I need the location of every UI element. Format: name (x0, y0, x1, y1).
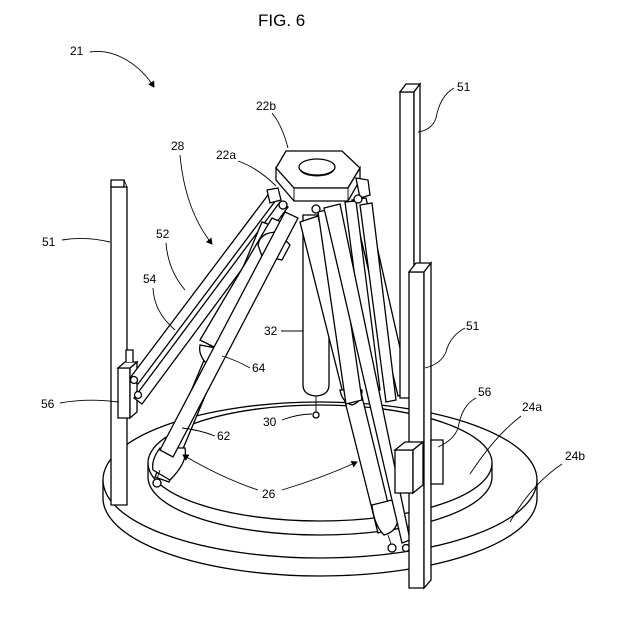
ref-22a-label: 22a (216, 148, 236, 162)
ref-22b-leader (272, 113, 288, 148)
ref-51-mid-right-label: 51 (466, 319, 480, 333)
ref-51-left-leader (62, 238, 110, 242)
ref-21-arrow (90, 51, 154, 87)
pillar-51-mid-right (409, 263, 431, 588)
ref-22b-label: 22b (256, 99, 276, 113)
figure-title: FIG. 6 (258, 11, 305, 30)
ref-52-leader (166, 243, 185, 290)
ref-22a-leader (238, 161, 276, 186)
ref-64-leader (222, 356, 250, 368)
ref-30-label: 30 (263, 415, 277, 429)
ref-24b-label: 24b (565, 449, 585, 463)
ref-28-label: 28 (171, 139, 185, 153)
ref-21-label: 21 (70, 44, 84, 58)
ref-51-top-right-leader (418, 88, 454, 132)
ref-56-left-leader (60, 400, 118, 403)
ref-62-label: 62 (217, 429, 231, 443)
ref-64-label: 64 (252, 361, 266, 375)
pillar-51-left (111, 180, 127, 505)
ref-52-label: 52 (156, 227, 170, 241)
ref-51-top-right-label: 51 (457, 80, 471, 94)
ref-24a-label: 24a (522, 400, 542, 414)
ref-26-label: 26 (262, 487, 276, 501)
ref-28-arrow (180, 155, 212, 244)
ref-56-left-label: 56 (41, 397, 55, 411)
ref-56-right-label: 56 (478, 385, 492, 399)
ref-51-left-label: 51 (42, 235, 56, 249)
ref-32-label: 32 (264, 324, 278, 338)
ref-54-label: 54 (143, 272, 157, 286)
